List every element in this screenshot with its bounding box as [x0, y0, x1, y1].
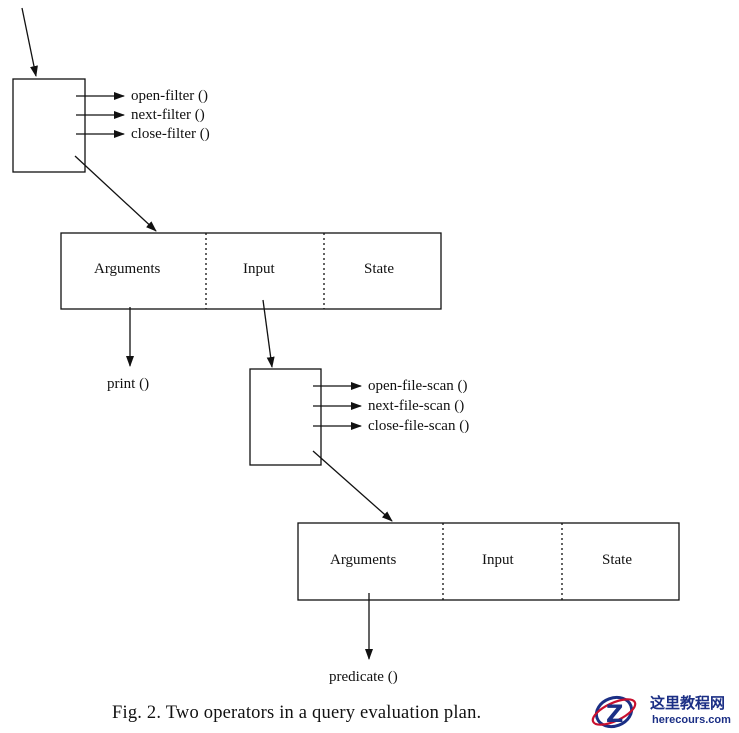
operator2-argument-call: predicate ()	[329, 669, 398, 685]
state-record1-box	[60, 232, 442, 310]
operator1-function-close: close-filter ()	[131, 126, 210, 142]
operator2-function-close: close-file-scan ()	[368, 418, 470, 434]
state-record1-field-state: State	[364, 261, 394, 277]
figure-caption: Fig. 2. Two operators in a query evaluat…	[112, 703, 482, 723]
operator1-box	[12, 78, 86, 173]
state-record2-field-arguments: Arguments	[330, 552, 397, 568]
operator2-box	[249, 368, 322, 466]
operator1-function-next: next-filter ()	[131, 107, 205, 123]
state-record2-field-state: State	[602, 552, 632, 568]
operator2-function-next: next-file-scan ()	[368, 398, 465, 414]
watermark-logo-icon	[591, 695, 637, 729]
state-record2-field-input: Input	[482, 552, 514, 568]
operator2-function-open: open-file-scan ()	[368, 378, 468, 394]
incoming-arrow	[21, 7, 38, 77]
state-record1-field-input: Input	[243, 261, 275, 277]
operator2-state-arrow	[312, 450, 393, 522]
state-record1-field-arguments: Arguments	[94, 261, 161, 277]
input1-arrow	[262, 299, 275, 368]
watermark-url: herecours.com	[652, 714, 731, 726]
state-record2-box	[297, 522, 680, 601]
operator1-function-open: open-filter ()	[131, 88, 209, 104]
watermark-logo-letter: Z	[606, 700, 623, 728]
operator1-state-arrow	[74, 155, 157, 232]
watermark-title: 这里教程网	[650, 694, 726, 712]
operator1-argument-call: print ()	[107, 376, 150, 392]
